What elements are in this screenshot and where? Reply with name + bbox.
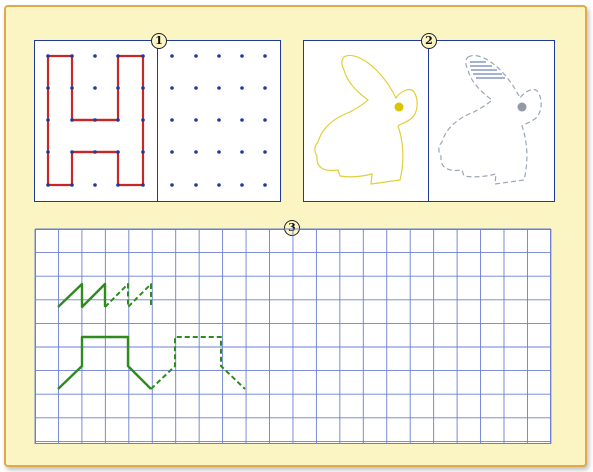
grid-dot	[263, 54, 267, 58]
dot-grid-right	[170, 54, 267, 187]
grid-dot	[170, 118, 174, 122]
grid-dot	[217, 86, 221, 90]
grid-dot	[263, 183, 267, 187]
rabbit-outline	[315, 56, 417, 184]
grid-dot	[170, 86, 174, 90]
grid-dot	[263, 150, 267, 154]
grid-dot	[217, 118, 221, 122]
tower-pattern	[58, 337, 245, 389]
grid-dot	[263, 118, 267, 122]
rabbit-dashed-outline	[439, 56, 541, 184]
grid-dot	[240, 150, 244, 154]
grid-dot	[194, 54, 198, 58]
grid-dot	[263, 86, 267, 90]
grid-dot	[194, 118, 198, 122]
grid-dot	[240, 118, 244, 122]
grid-dot	[217, 54, 221, 58]
grid-dot	[240, 86, 244, 90]
letter-h-vertices	[46, 54, 145, 187]
grid-dot	[217, 183, 221, 187]
grid-dot	[240, 54, 244, 58]
grid-dot	[240, 183, 244, 187]
grid-dot	[194, 183, 198, 187]
grid-dot	[170, 54, 174, 58]
grid-dot	[170, 150, 174, 154]
grid-dot	[217, 150, 221, 154]
zigzag-pattern	[58, 284, 151, 307]
grid-dot	[194, 150, 198, 154]
grid-dot	[170, 183, 174, 187]
grid-dot	[194, 86, 198, 90]
